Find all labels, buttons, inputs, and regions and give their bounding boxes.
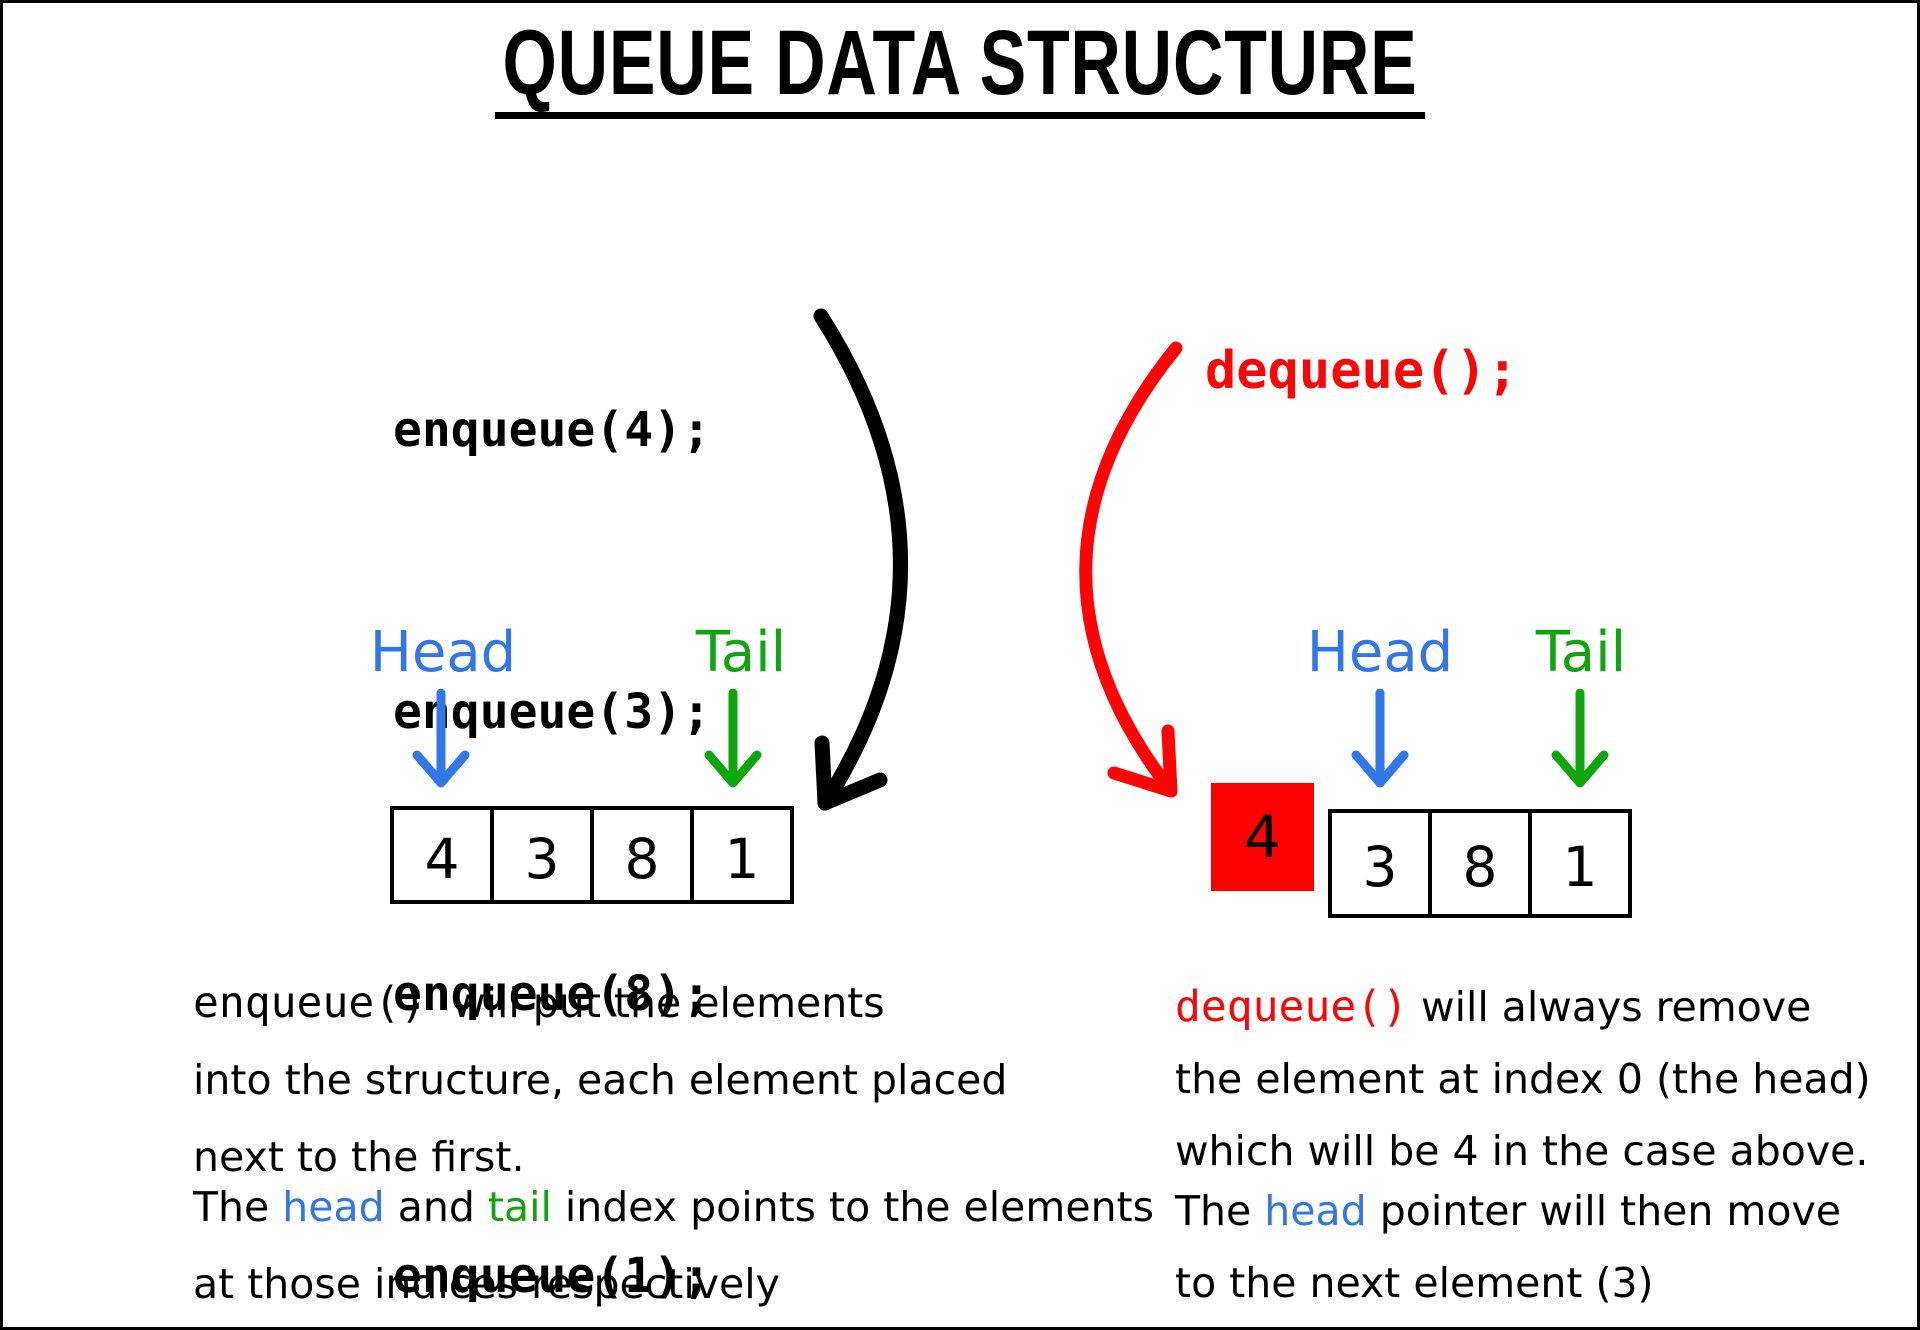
right-queue-cell-0: 3 xyxy=(1328,809,1432,918)
dequeue-flow-arrow-icon xyxy=(1079,341,1183,798)
text-segment: will put the elements xyxy=(426,979,885,1027)
text-segment: into the structure, each element placed xyxy=(193,1056,1008,1104)
right-queue-cell-2: 1 xyxy=(1528,809,1632,918)
enqueue-call-1: enqueue(4); xyxy=(393,402,711,458)
text-segment: next to the first. xyxy=(193,1133,525,1181)
left-head-label: Head xyxy=(369,620,517,685)
right-head-arrow-icon xyxy=(1351,689,1409,788)
head-move-description: The head pointer will then move to the ne… xyxy=(1175,1175,1841,1319)
enqueue-code-block: enqueue(4); enqueue(3); enqueue(8); enqu… xyxy=(393,195,711,1327)
left-queue-cell-2: 8 xyxy=(590,806,694,904)
left-queue-cell-0: 4 xyxy=(390,806,494,904)
title-wrap: QUEUE DATA STRUCTURE xyxy=(3,17,1917,119)
text-segment: tail xyxy=(487,1183,552,1231)
text-segment: index points to the elements xyxy=(551,1183,1154,1231)
text-segment: at those indices respectively xyxy=(193,1260,780,1308)
dequeued-element-cell: 4 xyxy=(1211,783,1314,891)
enqueue-call-2: enqueue(3); xyxy=(393,684,711,740)
left-queue-cell-1: 3 xyxy=(490,806,594,904)
text-segment: dequeue() xyxy=(1175,982,1408,1032)
enqueue-call-3: enqueue(8); xyxy=(393,966,711,1022)
text-segment: The xyxy=(193,1183,283,1231)
left-queue-array: 4 3 8 1 xyxy=(390,806,794,904)
text-segment: to the next element (3) xyxy=(1175,1259,1654,1307)
left-tail-arrow-icon xyxy=(704,689,762,788)
text-segment: pointer will then move xyxy=(1366,1187,1841,1235)
left-tail-label: Tail xyxy=(695,620,787,685)
text-segment: the element at index 0 (the head) xyxy=(1175,1055,1871,1103)
text-segment: The xyxy=(1175,1187,1265,1235)
right-head-label: Head xyxy=(1306,620,1454,685)
right-tail-arrow-icon xyxy=(1551,689,1609,788)
text-segment: enqueue() xyxy=(193,978,426,1028)
left-head-arrow-icon xyxy=(412,689,470,788)
enqueue-description: enqueue() will put the elements into the … xyxy=(193,965,1007,1196)
dequeue-code-label: dequeue(); xyxy=(1205,341,1519,401)
right-queue-cell-1: 8 xyxy=(1428,809,1532,918)
text-segment: will always remove xyxy=(1408,983,1812,1031)
left-queue-cell-3: 1 xyxy=(690,806,794,904)
right-queue-array: 3 8 1 xyxy=(1328,809,1632,918)
text-segment: head xyxy=(282,1183,385,1231)
enqueue-flow-arrow-icon xyxy=(813,308,908,811)
head-tail-description: The head and tail index points to the el… xyxy=(193,1169,1154,1323)
text-segment: head xyxy=(1264,1187,1367,1235)
dequeue-description: dequeue() will always remove the element … xyxy=(1175,971,1871,1187)
right-tail-label: Tail xyxy=(1535,620,1627,685)
page-title: QUEUE DATA STRUCTURE xyxy=(494,17,1426,119)
enqueue-call-4: enqueue(1); xyxy=(393,1248,711,1304)
text-segment: which will be 4 in the case above. xyxy=(1175,1127,1869,1175)
text-segment: and xyxy=(384,1183,488,1231)
